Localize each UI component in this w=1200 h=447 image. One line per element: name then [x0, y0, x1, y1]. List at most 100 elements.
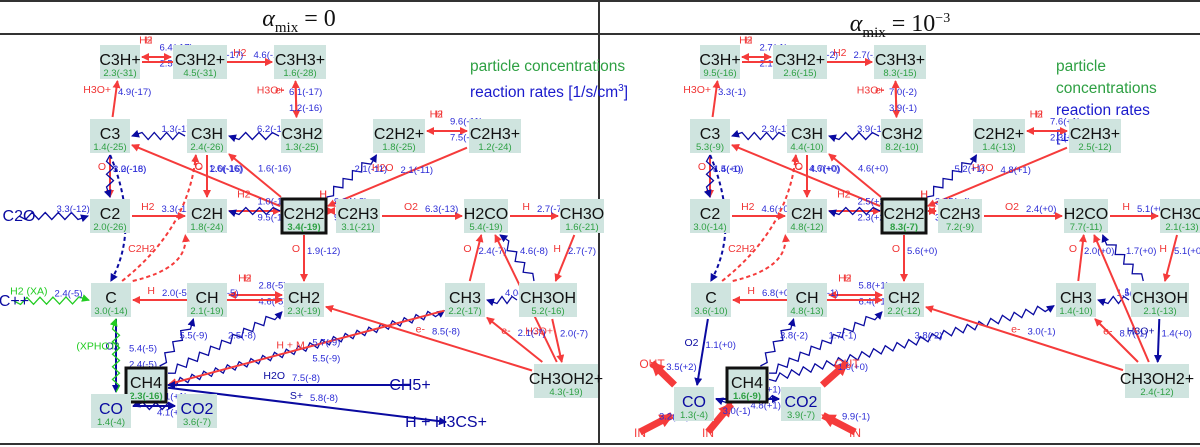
species-node: C22.0(-26) — [90, 199, 130, 233]
node-box — [1131, 283, 1189, 317]
alpha-symbol: α — [849, 11, 863, 37]
node-box — [787, 283, 827, 317]
node-box — [787, 119, 827, 153]
node-box — [884, 283, 924, 317]
reaction-arrow — [925, 305, 1124, 372]
reaction-arrow — [292, 81, 301, 119]
rate-label: 2.8(-5) — [259, 281, 287, 292]
species-name: CO — [682, 394, 706, 411]
reaction-arrow — [1162, 234, 1178, 282]
reactant-label: O — [795, 161, 803, 173]
node-box — [91, 394, 131, 428]
reactant-label: e- — [875, 84, 885, 96]
species-node: CH4.8(-13) — [787, 283, 827, 317]
reactant-label: e- — [1103, 326, 1113, 338]
reactant-label: H2 — [838, 273, 852, 285]
reactant-label: H2 — [233, 47, 247, 59]
reactant-label: H — [844, 273, 852, 285]
concentration-value: 8.2(-10) — [885, 142, 918, 153]
reactant-label: H — [920, 189, 928, 201]
reaction-arrow — [486, 316, 543, 363]
species-name: C2H3 — [338, 206, 379, 223]
rate-label: 4.8(+1) — [751, 401, 781, 412]
species-name: C3H3+ — [875, 52, 925, 69]
species-node: C31.4(-25) — [90, 119, 130, 153]
species-name: CO2 — [785, 394, 818, 411]
rate-label: 8.7(-1) — [1120, 329, 1148, 340]
species-node: CO1.4(-4) — [91, 394, 131, 428]
reactant-label: C2H2 — [728, 243, 755, 255]
reactant-label: C2H2 — [128, 243, 155, 255]
node-box — [100, 45, 140, 79]
species-name: H2CO — [1064, 206, 1108, 223]
rate-label: 2.3(+1) — [1050, 133, 1080, 144]
rate-label: 6.2(-17) — [257, 124, 290, 135]
reactant-label: H — [745, 35, 753, 47]
species-name: C3H — [191, 126, 223, 143]
node-box — [373, 119, 425, 153]
rate-label: 3.3(-12) — [162, 204, 195, 215]
reactant-label: O — [1069, 243, 1077, 255]
species-name: C2 — [700, 206, 721, 223]
concentration-value: 3.6(-7) — [183, 417, 211, 428]
rate-label: 2.0(+0) — [1084, 246, 1114, 257]
rate-label: 5.8(+1) — [859, 281, 889, 292]
node-box — [187, 199, 227, 233]
node-box — [1064, 199, 1108, 233]
reaction-arrow — [13, 294, 90, 306]
reactant-label: H — [1035, 109, 1043, 121]
concentration-value: 3.6(-10) — [694, 306, 727, 317]
species-node: C2H2+1.4(-13) — [973, 119, 1025, 153]
reactant-label: H2O — [263, 370, 285, 382]
species-label: OUT — [834, 357, 860, 371]
reaction-arrow — [159, 318, 196, 367]
reactant-label: H2 — [141, 201, 155, 213]
species-name: C2H2 — [284, 206, 325, 223]
reaction-arrow — [731, 129, 786, 141]
rate-label: 6.4(+1) — [859, 297, 889, 308]
species-name: C3H+ — [699, 52, 740, 69]
rate-label: 2.1(-11) — [401, 165, 434, 176]
concentration-value: 3.4(-19) — [287, 222, 320, 233]
left-panel-title: αmix = 0 — [0, 4, 598, 36]
bottom-border — [0, 443, 1200, 445]
reaction-arrow — [819, 360, 850, 388]
concentration-value: 1.4(-4) — [97, 417, 125, 428]
reactant-label: H2 — [741, 201, 755, 213]
header-divider — [0, 33, 1200, 35]
reaction-arrow — [1077, 234, 1087, 282]
reactant-label: (XPHOT) — [76, 341, 119, 353]
legend-rates-sup: 3 — [618, 83, 624, 94]
species-name: C3 — [700, 126, 721, 143]
species-label: IN — [849, 426, 861, 440]
species-label: CH5+ — [389, 377, 430, 394]
top-border — [0, 0, 1200, 2]
reactant-label: H3O+ — [83, 84, 111, 96]
species-node: CH2.1(-19) — [187, 283, 227, 317]
node-box — [280, 197, 328, 235]
reaction-arrow — [926, 154, 977, 198]
reactant-label: O — [463, 243, 471, 255]
concentration-value: 2.3(-19) — [287, 306, 320, 317]
species-name: C2H — [191, 206, 223, 223]
reaction-arrow — [111, 80, 121, 118]
reactant-label: H — [522, 201, 530, 213]
node-box — [881, 119, 923, 153]
rate-label: 4.6(-17) — [254, 50, 287, 61]
rate-label: 5.1(+0) — [1137, 204, 1167, 215]
species-node: C3H+2.3(-31) — [99, 45, 141, 79]
species-name: CO2 — [181, 401, 214, 418]
reaction-arrow — [1101, 234, 1144, 282]
concentration-value: 1.6(-9) — [733, 391, 761, 402]
reactant-label: O2 — [404, 201, 418, 213]
rate-label: 1.6(-16) — [209, 164, 242, 175]
title-value: = 0 — [304, 6, 336, 32]
left-panel-diagram: H26.4(-17)H2.5(-17)H24.6(-17)H21.7(-17)H… — [0, 35, 604, 432]
concentration-value: 7.2(-9) — [946, 222, 974, 233]
